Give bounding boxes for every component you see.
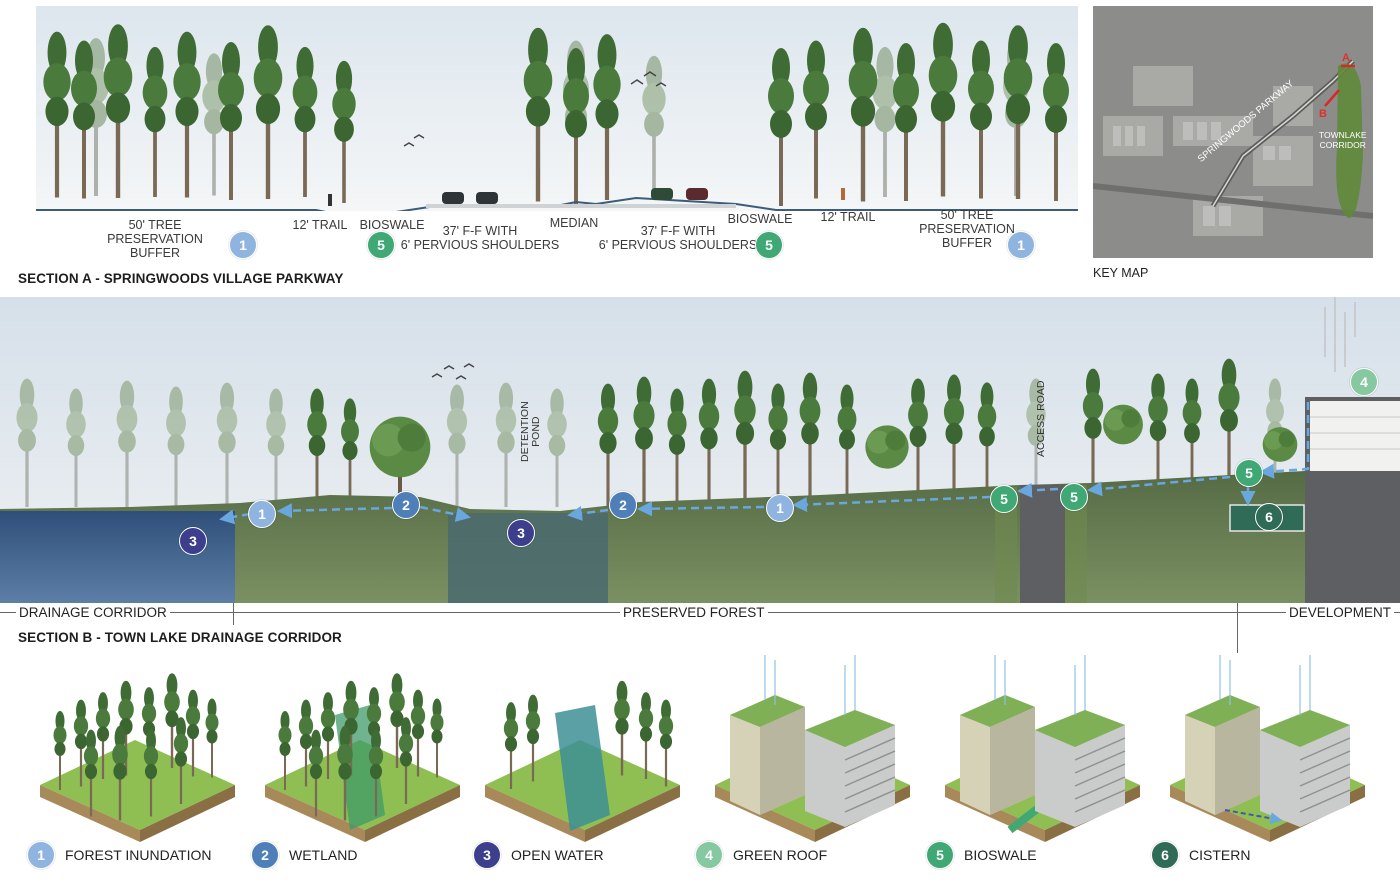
key-map-marker-b: B [1319, 108, 1327, 120]
zone-preserved-forest: PRESERVED FOREST [620, 605, 768, 620]
badge-bioswale: 5 [1060, 483, 1088, 511]
section-b-title: SECTION B - TOWN LAKE DRAINAGE CORRIDOR [18, 630, 342, 645]
badge-bioswale: 5 [1235, 459, 1263, 487]
block-wetland [265, 673, 460, 842]
key-map: SPRINGWOODS PARKWAY TOWNLAKE CORRIDOR A … [1093, 6, 1373, 258]
label-detention-pond: DETENTION POND [519, 401, 542, 462]
flow-arrow-icon [219, 402, 1310, 525]
legend-item-bioswale: 5 BIOSWALE [926, 841, 1037, 869]
badge-forest-inundation: 1 [248, 500, 276, 528]
legend-label: OPEN WATER [511, 847, 604, 863]
badge-wetland: 2 [609, 491, 637, 519]
section-a-illustration [36, 6, 1078, 216]
tree-icon [369, 416, 431, 478]
badge-open-water: 3 [507, 519, 535, 547]
block-cistern [1170, 655, 1365, 842]
legend-badge: 4 [695, 841, 723, 869]
label-bioswale-right: BIOSWALE [727, 212, 793, 226]
legend-badge: 5 [926, 841, 954, 869]
block-bioswale [945, 655, 1140, 842]
badge-cistern: 6 [1255, 503, 1283, 531]
zone-tick [1237, 603, 1238, 653]
legend-item-green-roof: 4 GREEN ROOF [695, 841, 827, 869]
badge-forest-inundation: 1 [1007, 231, 1035, 259]
label-lanes-left: 37' F-F WITH 6' PERVIOUS SHOULDERS [400, 224, 560, 252]
legend-item-cistern: 6 CISTERN [1151, 841, 1250, 869]
label-access-road: ACCESS ROAD [1035, 380, 1047, 457]
building-icon [959, 655, 1126, 828]
section-b-panel [0, 297, 1400, 603]
legend-label: FOREST INUNDATION [65, 847, 212, 863]
legend-label: GREEN ROOF [733, 847, 828, 863]
label-bioswale-left: BIOSWALE [359, 218, 425, 232]
badge-open-water: 3 [179, 527, 207, 555]
label-trail-left: 12' TRAIL [292, 218, 348, 232]
legend-label: CISTERN [1189, 847, 1251, 863]
building-icon [729, 655, 896, 828]
block-forest-inundation [40, 673, 235, 842]
tree-icon [1103, 404, 1143, 445]
bird-icon [431, 363, 475, 380]
block-diagrams [40, 655, 1365, 842]
badge-forest-inundation: 1 [766, 494, 794, 522]
bird-icon [403, 71, 667, 147]
label-median: MEDIAN [549, 216, 599, 230]
key-map-marker-a: A [1342, 52, 1350, 64]
legend-badge: 3 [473, 841, 501, 869]
section-a-panel [36, 6, 1078, 216]
label-buffer-right: 50' TREE PRESERVATION BUFFER [919, 208, 1015, 250]
block-open-water [485, 680, 680, 842]
badge-bioswale: 5 [990, 485, 1018, 513]
legend-badge: 2 [251, 841, 279, 869]
tree-icon [865, 425, 909, 469]
badge-bioswale: 5 [367, 231, 395, 259]
car-icon [442, 188, 708, 204]
legend-badge: 1 [27, 841, 55, 869]
legend-item-open-water: 3 OPEN WATER [473, 841, 604, 869]
label-trail-right: 12' TRAIL [820, 210, 876, 224]
section-a-title: SECTION A - SPRINGWOODS VILLAGE PARKWAY [18, 271, 344, 286]
legend-label: BIOSWALE [964, 847, 1037, 863]
badge-forest-inundation: 1 [229, 231, 257, 259]
legend-label: WETLAND [289, 847, 358, 863]
legend-item-wetland: 2 WETLAND [251, 841, 357, 869]
legend-badge: 6 [1151, 841, 1179, 869]
badge-green-roof: 4 [1350, 368, 1378, 396]
zone-tick [233, 603, 234, 625]
legend-item-forest-inundation: 1 FOREST INUNDATION [27, 841, 212, 869]
zone-drainage-corridor: DRAINAGE CORRIDOR [16, 605, 170, 620]
badge-wetland: 2 [392, 491, 420, 519]
tree-icon [1262, 427, 1298, 462]
key-map-title: KEY MAP [1093, 266, 1149, 280]
block-green-roof [715, 655, 910, 842]
key-map-corridor-label: TOWNLAKE CORRIDOR [1319, 130, 1367, 150]
building-icon [1184, 655, 1351, 828]
key-map-image [1093, 6, 1373, 258]
badge-bioswale: 5 [755, 231, 783, 259]
label-lanes-right: 37' F-F WITH 6' PERVIOUS SHOULDERS [598, 224, 758, 252]
label-buffer-left: 50' TREE PRESERVATION BUFFER [107, 218, 203, 260]
section-b-illustration [0, 297, 1400, 603]
zone-development: DEVELOPMENT [1286, 605, 1395, 620]
